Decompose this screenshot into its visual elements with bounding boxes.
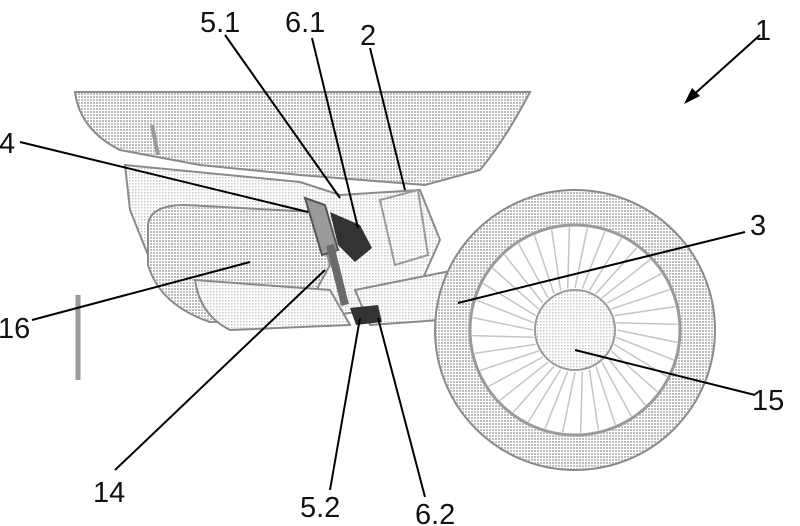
ref-label-6-1: 6.1 xyxy=(285,7,325,39)
leader-6-2 xyxy=(377,317,426,498)
link-rod xyxy=(326,244,349,306)
wheel-spoke xyxy=(601,259,651,299)
leader-4 xyxy=(19,141,309,213)
wheel-spoke xyxy=(518,243,549,299)
wheel-spoke xyxy=(512,365,555,413)
wheel-spoke xyxy=(606,356,646,406)
leader-lines xyxy=(19,34,761,498)
ref-label-3: 3 xyxy=(750,210,766,242)
wheel-spoke xyxy=(527,369,562,423)
leader-1-arrowhead xyxy=(684,88,700,104)
wheel-spoke xyxy=(472,334,534,339)
wheel-spoke xyxy=(611,288,670,310)
leader-5-2 xyxy=(329,317,361,491)
wheel-spoke xyxy=(533,235,555,294)
wheel-spoke xyxy=(472,316,534,331)
wheel-spoke xyxy=(550,229,562,291)
leader-5-1 xyxy=(224,34,341,199)
leader-3 xyxy=(457,231,746,304)
wheel-spoke xyxy=(616,321,678,326)
ref-label-4: 4 xyxy=(0,128,15,160)
rear-wheel-hub xyxy=(534,289,616,371)
upper-bracket xyxy=(303,196,340,257)
wheel-spoke xyxy=(474,343,536,355)
wheel-spoke xyxy=(504,254,544,304)
wheel-spoke xyxy=(544,371,569,429)
ref-label-2: 2 xyxy=(360,20,376,52)
ref-label-1: 1 xyxy=(755,15,771,47)
ref-label-14: 14 xyxy=(93,477,125,509)
ref-label-5-2: 5.2 xyxy=(300,492,340,524)
lower-guard xyxy=(193,278,352,332)
wheel-spoke xyxy=(601,361,632,417)
wheel-spoke xyxy=(610,350,658,393)
wheel-spoke xyxy=(574,227,589,289)
wheel-spoke xyxy=(581,231,606,289)
ref-label-15: 15 xyxy=(752,385,784,417)
ref-label-5-1: 5.1 xyxy=(200,7,240,39)
wheel-spoke xyxy=(606,273,662,304)
wheel-spoke xyxy=(561,371,576,433)
upper-clamp xyxy=(330,212,372,262)
wheel-spoke xyxy=(614,305,676,317)
ref-label-6-2: 6.2 xyxy=(415,499,455,526)
leader-14 xyxy=(114,269,326,471)
leader-16 xyxy=(31,261,251,321)
wheel-spoke xyxy=(499,361,549,401)
wheel-spoke xyxy=(566,227,571,289)
wheel-spoke xyxy=(579,371,584,433)
strut xyxy=(378,188,430,267)
wheel-spoke xyxy=(482,282,536,317)
wheel-spoke xyxy=(616,336,674,361)
seat-fender xyxy=(73,91,532,187)
top-detail xyxy=(150,124,160,156)
reference-labels: 1 2 5.1 6.1 4 3 16 15 14 5.2 6.2 xyxy=(0,7,784,526)
wheel-spoke xyxy=(595,247,638,295)
motorcycle-drawing xyxy=(73,91,716,471)
wheel-spoke xyxy=(480,350,539,372)
leader-1-arrow xyxy=(689,34,761,99)
ref-label-16: 16 xyxy=(0,313,30,345)
wheel-spoke xyxy=(588,369,600,431)
wheel-spoke xyxy=(476,299,534,324)
leader-6-1 xyxy=(311,37,359,229)
wheel-spoke xyxy=(488,356,544,387)
lower-clamp xyxy=(350,305,382,325)
wheel-spoke xyxy=(616,329,678,344)
wheel-spoke xyxy=(595,366,617,425)
leader-2 xyxy=(369,47,406,191)
wheel-spoke xyxy=(588,237,623,291)
leader-15 xyxy=(574,349,756,396)
